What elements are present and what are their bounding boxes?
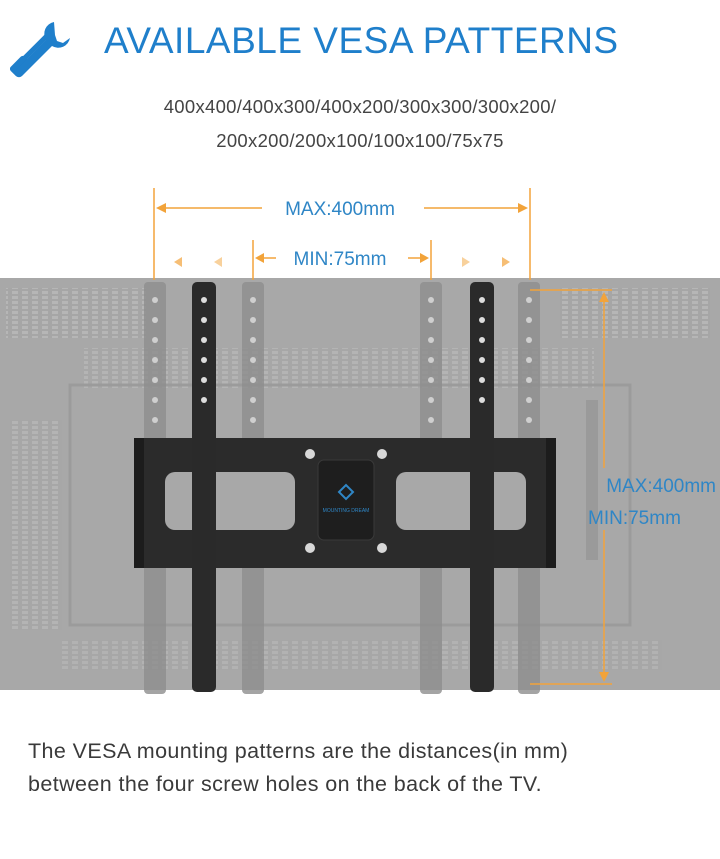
tv-back-panel — [0, 278, 720, 690]
vesa-patterns-line-2: 200x200/200x100/100x100/75x75 — [216, 130, 504, 151]
footer-line-1: The VESA mounting patterns are the dista… — [28, 739, 569, 763]
arm-dark-right — [470, 282, 494, 692]
vertical-max-label: MAX:400mm — [606, 476, 716, 497]
tools-wrench-screwdriver-icon — [10, 22, 70, 78]
arm-dark-left — [192, 282, 216, 692]
horizontal-dimension-lines — [153, 188, 531, 280]
vertical-min-label: MIN:75mm — [588, 508, 681, 529]
vertical-dimension-lines — [530, 289, 612, 685]
brand-logo: MOUNTING DREAM — [323, 483, 370, 514]
page-title: AVAILABLE VESA PATTERNS — [104, 20, 619, 61]
arm-holes — [152, 297, 532, 423]
horizontal-max-label: MAX:400mm — [285, 199, 395, 220]
vesa-patterns-line-1: 400x400/400x300/400x200/300x300/300x200/ — [163, 96, 557, 117]
svg-text:MOUNTING DREAM: MOUNTING DREAM — [323, 508, 370, 514]
horizontal-min-label: MIN:75mm — [294, 249, 387, 270]
footer-line-2: between the four screw holes on the back… — [28, 772, 543, 796]
dark-arm-holes — [201, 297, 485, 403]
vesa-diagram: MOUNTING DREAM MAX:400m — [0, 188, 720, 694]
